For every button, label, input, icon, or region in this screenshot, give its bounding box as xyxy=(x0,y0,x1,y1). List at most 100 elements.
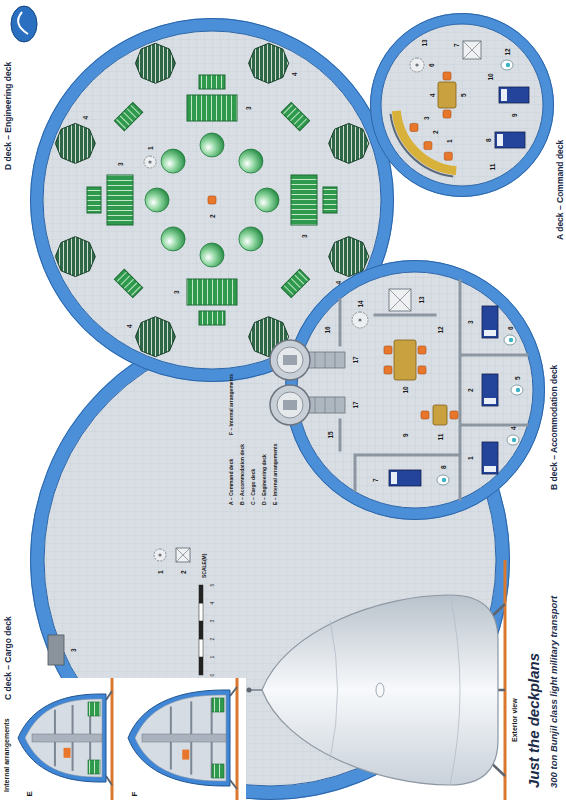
power-unit xyxy=(323,187,337,213)
scale-bar xyxy=(199,585,203,603)
key-heading: F – Internal arrangements xyxy=(229,374,235,435)
scale-bar xyxy=(199,621,203,639)
callout-number: 11 xyxy=(437,434,444,441)
callout-number: 2 xyxy=(180,570,187,574)
chair xyxy=(443,72,451,80)
scale-number: 3 xyxy=(210,620,216,623)
floor-grid xyxy=(381,24,543,186)
callout-number: 8 xyxy=(440,465,447,469)
deck-plan: B deck – Accommodation deck xyxy=(285,260,545,520)
spiral-stair xyxy=(154,549,166,561)
airlock-hatch xyxy=(277,392,303,418)
power-unit xyxy=(114,269,142,297)
pillow xyxy=(501,89,507,101)
drive-block xyxy=(107,175,133,225)
callout-number: 12 xyxy=(437,326,444,333)
callout-number: 1 xyxy=(147,146,154,150)
callout-number: 14 xyxy=(357,300,364,307)
callout-number: 3 xyxy=(245,106,252,110)
power-block xyxy=(87,187,101,213)
fuel-tank xyxy=(55,123,95,163)
callout-number: 1 xyxy=(157,570,164,574)
callout-number: 5 xyxy=(460,93,467,97)
bed xyxy=(389,470,421,486)
caption-label: E xyxy=(26,791,35,796)
toilet-bowl xyxy=(509,338,513,342)
scale-number: 5 xyxy=(210,584,216,587)
hull-section xyxy=(128,690,230,786)
drive-unit xyxy=(187,95,237,121)
reactor-dome xyxy=(255,188,279,212)
landing-pad xyxy=(504,560,507,800)
deck-name: A deck – Command deck xyxy=(556,140,565,240)
callout-number: 1 xyxy=(446,139,453,143)
airlock-door xyxy=(283,355,297,365)
bed xyxy=(499,87,529,103)
callout-number: 4 xyxy=(429,93,436,97)
seat-block xyxy=(64,748,71,758)
chair xyxy=(443,110,451,118)
callout-number: 3 xyxy=(173,290,180,294)
deck-plan: A deck – Command deck xyxy=(370,13,554,197)
fuel-tank xyxy=(135,317,175,357)
deck-name: C deck – Cargo deck xyxy=(4,616,13,700)
deck-outline xyxy=(370,13,554,197)
deck-floor xyxy=(286,261,545,520)
power-block xyxy=(281,102,309,130)
callout-number: 10 xyxy=(487,73,494,80)
toilet-bowl xyxy=(442,478,446,482)
callout-number: 6 xyxy=(428,63,435,67)
wall xyxy=(340,281,527,499)
callout-number: 3 xyxy=(70,648,77,652)
reactor-dome xyxy=(200,243,224,267)
engine-block xyxy=(212,698,224,712)
chair xyxy=(418,346,426,354)
airlock xyxy=(270,385,310,425)
chair xyxy=(208,196,216,204)
callout-number: 4 xyxy=(335,281,342,285)
landing-pad xyxy=(236,678,239,800)
power-block xyxy=(114,102,142,130)
scale-bar xyxy=(199,639,203,657)
page-title: Just the deckplans xyxy=(526,653,543,788)
callout-number: 4 xyxy=(291,72,298,76)
power-unit xyxy=(114,102,142,130)
chair xyxy=(384,366,392,374)
callout-number: 9 xyxy=(511,113,518,117)
key-heading: B – Accommodation deck xyxy=(240,444,246,505)
hull-inner xyxy=(381,24,543,186)
spiral-stair xyxy=(144,156,156,168)
fuel-tank xyxy=(329,237,369,277)
airlock-hatch xyxy=(277,347,303,373)
callout-number: 17 xyxy=(352,356,359,363)
power-block xyxy=(199,75,225,89)
antenna-tip xyxy=(247,688,252,693)
callout-number: 2 xyxy=(467,388,474,392)
engine-block xyxy=(88,760,100,774)
scale-bar xyxy=(199,603,203,621)
caption-label: Exterior view xyxy=(511,698,519,742)
callout-number: 9 xyxy=(402,433,409,437)
callout-number: 6 xyxy=(507,326,514,330)
subtitle: 300 ton Bunjil class light military tran… xyxy=(549,596,559,788)
hull-edge xyxy=(371,14,554,197)
toilet-bowl xyxy=(506,63,510,67)
inset-panel xyxy=(15,678,246,800)
toilet xyxy=(504,335,516,345)
callout-number: 4 xyxy=(82,116,89,120)
reactor-dome xyxy=(200,133,224,157)
interior-section xyxy=(135,695,226,781)
stair-post xyxy=(148,160,151,163)
console-desk xyxy=(396,111,456,171)
callout-number: 5 xyxy=(514,376,521,380)
pillow xyxy=(484,398,496,404)
drive-unit xyxy=(187,279,237,305)
publisher-logo xyxy=(11,6,37,42)
callout-number: 17 xyxy=(352,401,359,408)
callout-number: 3 xyxy=(423,116,430,120)
scale-number: 1 xyxy=(210,656,216,659)
airlock-door xyxy=(283,400,297,410)
table xyxy=(433,405,447,425)
arm-rung xyxy=(315,352,335,368)
fuel-tank xyxy=(329,123,369,163)
